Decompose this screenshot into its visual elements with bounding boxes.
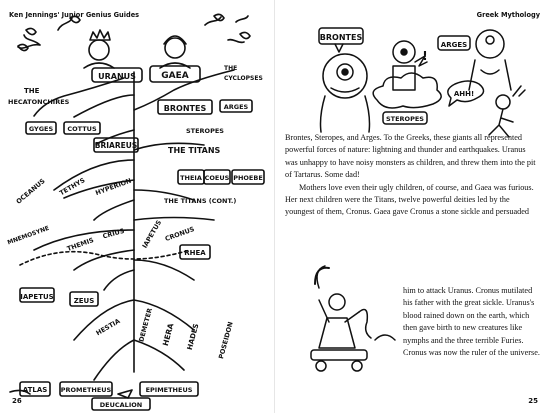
label-crius: CRIUS: [102, 227, 126, 241]
label-demeter: DEMETER: [137, 307, 154, 343]
label-hecatonchires-the: THE: [24, 87, 40, 95]
label-cyclopses: CYCLOPSES: [224, 75, 263, 82]
label-titans: THE TITANS: [168, 146, 221, 155]
left-folio: 26: [12, 397, 22, 405]
label-arges: ARGES: [224, 103, 249, 111]
label-hades: HADES: [186, 323, 201, 351]
illus-label-steropes: STEROPES: [386, 115, 424, 123]
right-folio: 25: [528, 397, 538, 405]
label-epimetheus: EPIMETHEUS: [146, 386, 193, 394]
book-gutter: [274, 0, 275, 413]
body-text-top: Brontes, Steropes, and Arges. To the Gre…: [285, 132, 540, 219]
right-page: Greek Mythology: [275, 0, 550, 413]
label-cottus: COTTUS: [67, 125, 97, 133]
label-coeus: COEUS: [205, 174, 230, 182]
illus-label-brontes: BRONTES: [320, 33, 363, 42]
label-uranus: URANUS: [98, 72, 136, 81]
label-oceanus: OCEANUS: [15, 177, 47, 206]
cyclopses-illustration: BRONTES STEROPES ARGES AHH! !: [310, 27, 526, 372]
body-text-wrap: him to attack Uranus. Cronus mutilated h…: [403, 285, 541, 359]
label-mnemosyne: MNEMOSYNE: [7, 225, 51, 247]
label-hyperion: HYPERION: [94, 177, 132, 197]
left-running-head: Ken Jennings' Junior Genius Guides: [9, 11, 140, 19]
label-theia: THEIA: [180, 174, 202, 182]
label-cronus: CRONUS: [164, 225, 196, 243]
label-themis: THEMIS: [66, 236, 95, 253]
label-iapetus: IAPETUS: [20, 293, 53, 301]
label-deucalion: DEUCALION: [100, 401, 142, 409]
label-hestia: HESTIA: [95, 317, 122, 337]
label-zeus: ZEUS: [74, 297, 95, 305]
family-tree-illustration: URANUS GAEA THE HECATONCHIRES THE CYCLOP…: [7, 13, 265, 411]
label-atlas: ATLAS: [23, 386, 48, 394]
left-page: Ken Jennings' Junior Genius Guides: [7, 11, 265, 411]
label-steropes: STEROPES: [186, 127, 224, 135]
paragraph-2-wrap: him to attack Uranus. Cronus mutilated h…: [403, 286, 540, 358]
illus-label-ahh: AHH!: [454, 90, 474, 98]
paragraph-2-top: Mothers love even their ugly children, o…: [285, 182, 534, 217]
illus-label-arges: ARGES: [441, 41, 467, 49]
label-brontes: BRONTES: [164, 104, 207, 113]
label-titans-cont: THE TITANS (CONT.): [164, 197, 236, 205]
paragraph-1: Brontes, Steropes, and Arges. To the Gre…: [285, 133, 536, 180]
label-cyclopses-the: THE: [224, 65, 237, 72]
label-briareus: BRIAREUS: [95, 141, 137, 150]
label-rhea: RHEA: [184, 249, 206, 257]
label-iapetus-titan: IAPETUS: [141, 218, 164, 249]
label-poseidon: POSEIDON: [217, 321, 235, 360]
label-gyges: GYGES: [29, 125, 54, 133]
label-hecatonchires: HECATONCHIRES: [8, 98, 70, 106]
label-phoebe: PHOEBE: [233, 174, 263, 182]
right-running-head: Greek Mythology: [476, 11, 540, 19]
label-hera: HERA: [161, 322, 176, 347]
label-gaea: GAEA: [161, 71, 189, 81]
label-prometheus: PROMETHEUS: [61, 386, 112, 394]
illus-exclaim: !: [422, 49, 427, 63]
